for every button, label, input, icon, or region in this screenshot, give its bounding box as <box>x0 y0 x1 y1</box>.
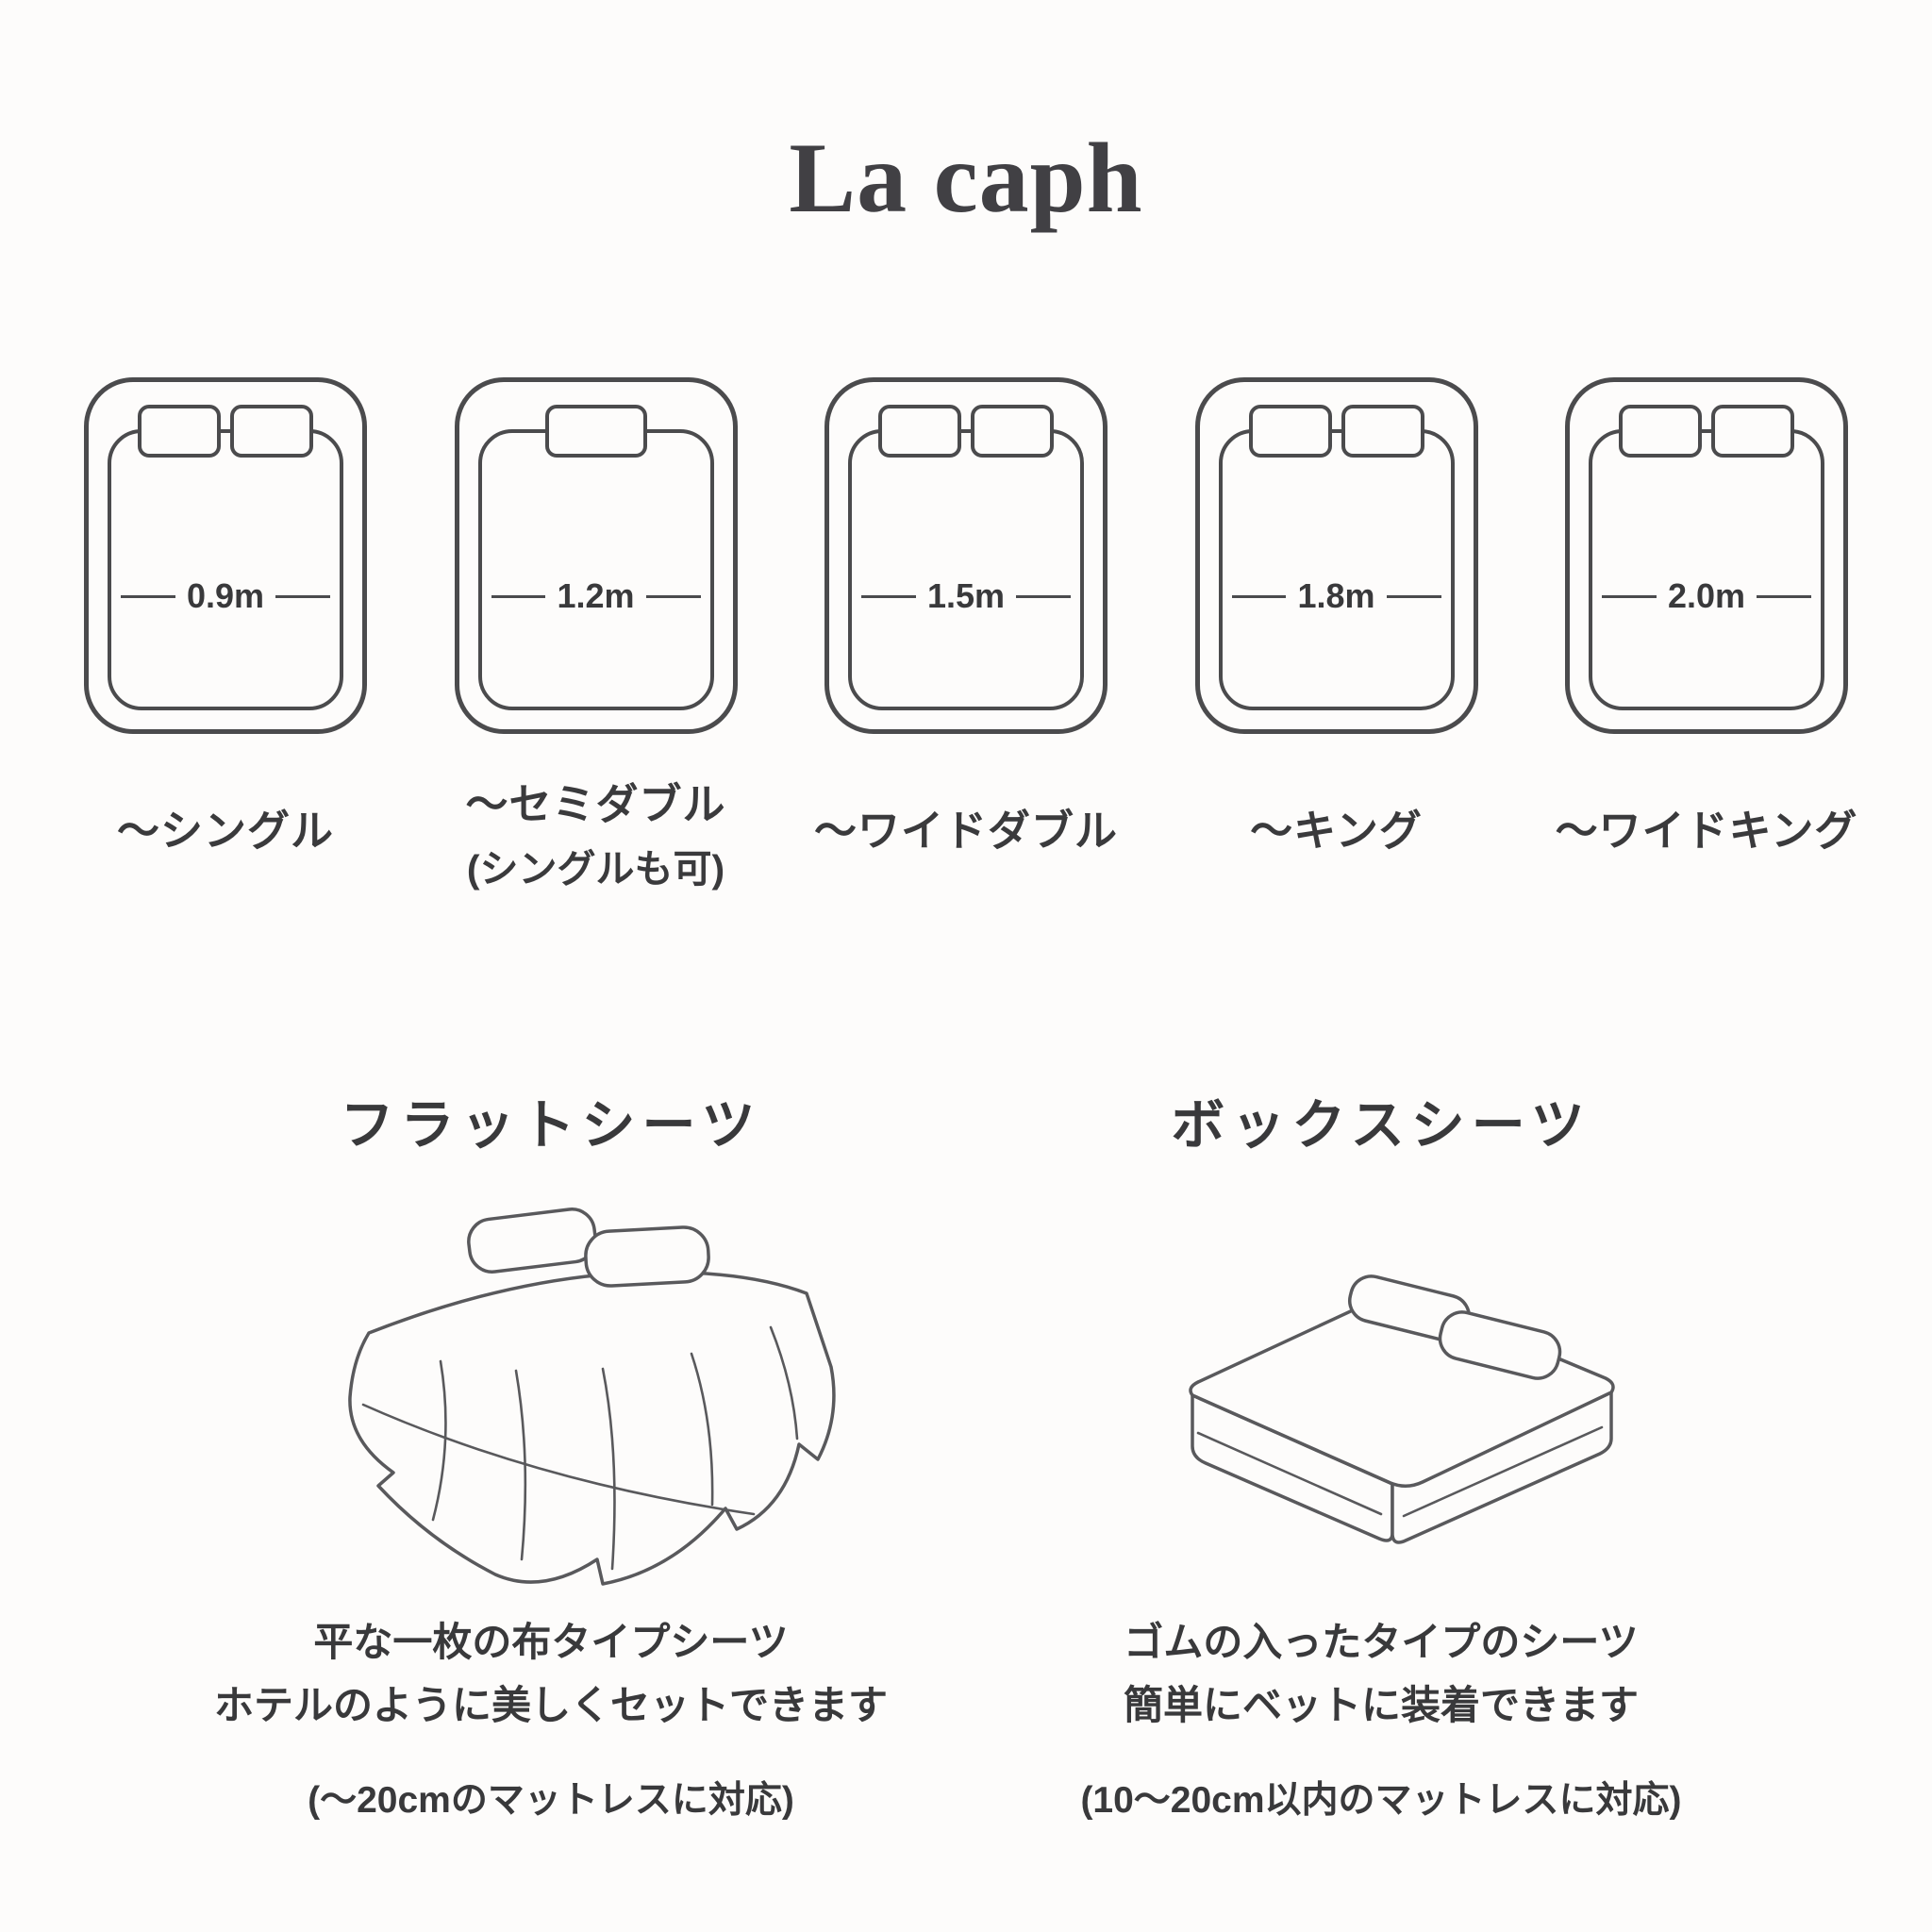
pillows <box>459 405 733 458</box>
size-label: 〜ワイドダブル <box>814 770 1118 883</box>
box-sheet-drawing-icon <box>1189 1274 1615 1544</box>
width-measurement: 1.2m <box>491 576 701 616</box>
measure-line-right <box>1016 594 1071 598</box>
measure-line-left <box>861 594 916 598</box>
pillow-icon <box>230 405 313 458</box>
box-sheet-title: ボックスシーツ <box>1171 1095 1591 1156</box>
pillow-icon <box>544 405 647 458</box>
size-label: 〜セミダブル (シングルも可) <box>465 770 725 893</box>
size-label-main: 〜ワイドダブル <box>814 806 1119 855</box>
size-label-main: 〜ワイドキング <box>1555 806 1858 855</box>
mattress-outline <box>1589 429 1824 710</box>
measure-line-right <box>1386 594 1441 598</box>
bed-top-view-diagram: 1.8m <box>1194 377 1478 734</box>
pillow-icon <box>971 405 1054 458</box>
measure-line-right <box>1757 594 1811 598</box>
measure-line-right <box>645 594 701 598</box>
pillow-icon <box>1711 405 1794 458</box>
measure-line-right <box>275 594 330 598</box>
pillow-icon <box>1341 405 1424 458</box>
measure-value: 0.9m <box>186 576 265 615</box>
measure-value: 2.0m <box>1667 576 1746 615</box>
mattress-outline <box>108 429 343 710</box>
flat-sheet-illustration <box>225 1167 876 1610</box>
sheet-types-row: フラットシーツ 平な <box>0 1082 1932 1824</box>
pillows <box>89 405 362 458</box>
width-measurement: 2.0m <box>1602 576 1811 616</box>
bed-size-item-semi-double: 1.2m 〜セミダブル (シングルも可) <box>444 377 748 893</box>
measure-line-left <box>121 594 175 598</box>
pillow-icon <box>878 405 961 458</box>
bed-top-view-diagram: 2.0m <box>1565 377 1848 734</box>
pillows <box>1570 405 1843 458</box>
measure-line-left <box>491 594 546 598</box>
bed-size-item-wide-double: 1.5m 〜ワイドダブル <box>814 377 1118 893</box>
flat-sheet-drawing-icon <box>348 1208 836 1586</box>
size-label: 〜ワイドキング <box>1556 770 1858 883</box>
page-title: La caph <box>789 123 1143 233</box>
bed-size-item-single: 0.9m 〜シングル <box>74 377 377 893</box>
bed-top-view-diagram: 0.9m <box>84 377 367 734</box>
width-measurement: 1.5m <box>861 576 1071 616</box>
pillows <box>829 405 1103 458</box>
size-label-main: 〜セミダブル <box>465 780 726 828</box>
box-sheet-desc-line2: 簡単にベットに装着できます <box>1123 1683 1639 1728</box>
measure-line-left <box>1231 594 1287 598</box>
size-label-sub: (シングルも可) <box>466 847 725 891</box>
size-label: 〜キング <box>1250 770 1423 883</box>
pillow-icon <box>138 405 221 458</box>
measure-value: 1.8m <box>1297 576 1375 615</box>
box-sheet-note: (10〜20cm以内のマットレスに対応) <box>1080 1780 1682 1822</box>
flat-sheet-title: フラットシーツ <box>340 1095 762 1156</box>
pillow-icon <box>1248 405 1332 458</box>
bed-size-item-wide-king: 2.0m 〜ワイドキング <box>1555 377 1858 893</box>
mattress-outline <box>848 429 1084 710</box>
box-sheet-desc-line1: ゴムの入ったタイプのシーツ <box>1124 1620 1639 1664</box>
bed-top-view-diagram: 1.2m <box>454 377 738 734</box>
flat-sheet-note: (〜20cmのマットレスに対応) <box>308 1780 794 1822</box>
mattress-outline <box>477 429 714 710</box>
box-sheet-description: ゴムの入ったタイプのシーツ 簡単にベットに装着できます <box>1124 1610 1639 1737</box>
pillow-icon <box>1619 405 1702 458</box>
flat-sheet-desc-line2: ホテルのように美しくセットできます <box>213 1683 888 1728</box>
size-label: 〜シングル <box>117 770 334 883</box>
flat-sheet-desc-line1: 平な一枚の布タイプシーツ <box>313 1620 789 1664</box>
flat-sheet-column: フラットシーツ 平な <box>136 1082 966 1824</box>
box-sheet-column: ボックスシーツ ゴムの入ったタイプのシーツ <box>966 1082 1796 1824</box>
measure-line-left <box>1602 594 1657 598</box>
bed-sizes-row: 0.9m 〜シングル 1.2m <box>0 377 1932 893</box>
measure-value: 1.5m <box>926 576 1006 615</box>
pillows <box>1200 405 1474 458</box>
size-label-main: 〜シングル <box>116 806 334 855</box>
mattress-outline <box>1218 429 1455 710</box>
box-sheet-illustration <box>1079 1167 1683 1610</box>
bed-top-view-diagram: 1.5m <box>824 377 1108 734</box>
width-measurement: 1.8m <box>1231 576 1441 616</box>
measure-value: 1.2m <box>557 576 635 615</box>
width-measurement: 0.9m <box>121 576 330 616</box>
bed-size-item-king: 1.8m 〜キング <box>1185 377 1489 893</box>
flat-sheet-description: 平な一枚の布タイプシーツ ホテルのように美しくセットできます <box>214 1610 888 1737</box>
size-label-main: 〜キング <box>1250 806 1423 855</box>
